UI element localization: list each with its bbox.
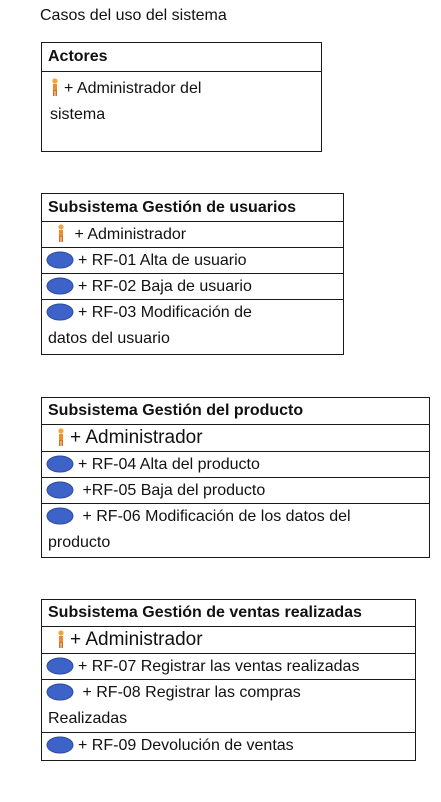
ventas-rf08-row: + RF-08 Registrar las compras Realizadas bbox=[42, 680, 415, 733]
ventas-table: Subsistema Gestión de ventas realizadas … bbox=[41, 599, 416, 761]
actor-person-icon bbox=[56, 630, 66, 648]
producto-rf06-cont: producto bbox=[48, 534, 111, 551]
producto-rf05: +RF-05 Baja del producto bbox=[82, 482, 266, 499]
use-case-oval-icon bbox=[46, 736, 74, 754]
ventas-rf07-row: + RF-07 Registrar las ventas realizadas bbox=[42, 654, 415, 680]
use-case-oval-icon bbox=[46, 683, 74, 701]
use-case-oval-icon bbox=[46, 251, 74, 269]
use-case-oval-icon bbox=[46, 303, 74, 321]
producto-header: Subsistema Gestión del producto bbox=[42, 398, 429, 425]
actor-person-icon bbox=[56, 428, 66, 446]
use-case-oval-icon bbox=[46, 455, 74, 473]
actores-header: Actores bbox=[42, 43, 321, 72]
producto-rf04: + RF-04 Alta del producto bbox=[78, 456, 260, 473]
ventas-rf09-row: + RF-09 Devolución de ventas bbox=[42, 733, 415, 759]
use-case-oval-icon bbox=[46, 507, 74, 525]
producto-rf04-row: + RF-04 Alta del producto bbox=[42, 452, 429, 478]
page-title: Casos del uso del sistema bbox=[40, 7, 227, 24]
producto-rf06-row: + RF-06 Modificación de los datos del pr… bbox=[42, 504, 429, 556]
actores-table: Actores + Administrador del sistema bbox=[41, 42, 322, 152]
ventas-rf07: + RF-07 Registrar las ventas realizadas bbox=[78, 658, 360, 675]
actor-person-icon bbox=[56, 224, 66, 242]
producto-actor: + Administrador bbox=[70, 427, 203, 448]
actor-person-icon bbox=[50, 78, 60, 96]
usuarios-rf02-row: + RF-02 Baja de usuario bbox=[42, 274, 343, 300]
use-case-oval-icon bbox=[46, 657, 74, 675]
producto-table: Subsistema Gestión del producto + Admini… bbox=[41, 397, 430, 558]
usuarios-rf01: + RF-01 Alta de usuario bbox=[78, 252, 247, 269]
usuarios-rf03: + RF-03 Modificación de bbox=[78, 304, 252, 321]
ventas-rf08: + RF-08 Registrar las compras bbox=[82, 684, 301, 701]
use-case-oval-icon bbox=[46, 481, 74, 499]
ventas-header: Subsistema Gestión de ventas realizadas bbox=[42, 600, 415, 627]
actores-row: + Administrador del sistema bbox=[42, 72, 321, 132]
use-case-oval-icon bbox=[46, 277, 74, 295]
ventas-rf09: + RF-09 Devolución de ventas bbox=[78, 737, 294, 754]
usuarios-rf03-cont: datos del usuario bbox=[48, 330, 170, 347]
usuarios-rf01-row: + RF-01 Alta de usuario bbox=[42, 248, 343, 274]
usuarios-table: Subsistema Gestión de usuarios + Adminis… bbox=[41, 193, 344, 355]
ventas-rf08-cont: Realizadas bbox=[48, 710, 128, 727]
usuarios-actor-row: + Administrador bbox=[42, 222, 343, 248]
producto-rf06: + RF-06 Modificación de los datos del bbox=[82, 508, 351, 525]
usuarios-rf02: + RF-02 Baja de usuario bbox=[78, 278, 252, 295]
ventas-actor: + Administrador bbox=[70, 629, 203, 650]
producto-rf05-row: +RF-05 Baja del producto bbox=[42, 478, 429, 504]
ventas-actor-row: + Administrador bbox=[42, 627, 415, 654]
usuarios-header: Subsistema Gestión de usuarios bbox=[42, 194, 343, 222]
usuarios-rf03-row: + RF-03 Modificación de datos del usuari… bbox=[42, 300, 343, 352]
actores-item-1: + Administrador del bbox=[64, 80, 202, 97]
usuarios-actor: + Administrador bbox=[74, 226, 187, 243]
actores-item-2: sistema bbox=[50, 106, 106, 123]
producto-actor-row: + Administrador bbox=[42, 425, 429, 452]
